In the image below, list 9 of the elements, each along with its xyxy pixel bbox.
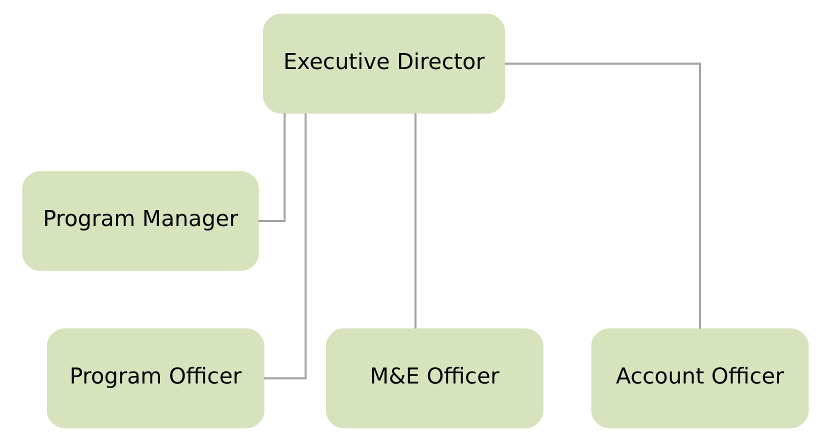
- connector: [504, 62, 701, 328]
- connector: [414, 112, 416, 328]
- node-box: Program Officer: [46, 328, 264, 428]
- connector: [263, 112, 306, 379]
- node-box: Executive Director: [262, 13, 505, 114]
- node-box: M&E Officer: [325, 328, 543, 428]
- node-box: Account Officer: [590, 328, 808, 428]
- node-box: Program Manager: [22, 170, 258, 270]
- connector: [258, 112, 286, 222]
